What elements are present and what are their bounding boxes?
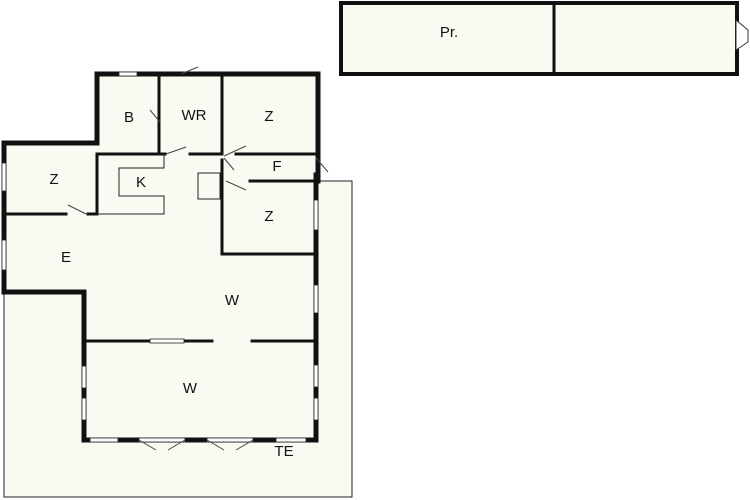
windows <box>1 71 319 443</box>
room-label-living-upper: W <box>225 292 240 309</box>
door-swings <box>67 66 329 451</box>
shed-door-icon <box>735 18 749 51</box>
window-right-living <box>313 284 319 314</box>
window-right-bedroom <box>313 199 319 231</box>
shed-building <box>339 1 749 76</box>
window-bottom-2 <box>138 437 186 443</box>
room-label-bedroom-left: Z <box>49 171 58 188</box>
kitchen-counters <box>97 154 221 215</box>
window-top-bathroom <box>118 71 138 77</box>
room-label-toilet: WR <box>182 107 207 124</box>
room-label-dining: E <box>61 249 71 266</box>
room-label-terrace: TE <box>274 443 293 460</box>
room-label-bedroom-mid: Z <box>264 208 273 225</box>
opening-living-divider <box>149 338 185 344</box>
room-label-bathroom: B <box>124 109 134 126</box>
window-left-dining <box>1 239 7 271</box>
room-label-kitchen: K <box>136 174 146 191</box>
window-left-living-lower-2 <box>81 397 87 421</box>
room-label-shed: Pr. <box>440 24 458 41</box>
window-bottom-3 <box>206 437 254 443</box>
room-label-living-lower: W <box>183 380 198 397</box>
room-label-bedroom-top: Z <box>264 108 273 125</box>
window-bottom-4 <box>275 437 307 443</box>
window-right-living-lower-2 <box>313 397 319 421</box>
room-label-hall: F <box>272 158 281 175</box>
interior-walls <box>2 72 318 343</box>
window-left-bedroom <box>1 162 7 192</box>
house-floor <box>4 74 318 440</box>
window-left-living-lower-1 <box>81 365 87 389</box>
window-bottom-1 <box>89 437 119 443</box>
window-right-living-lower-1 <box>313 364 319 388</box>
